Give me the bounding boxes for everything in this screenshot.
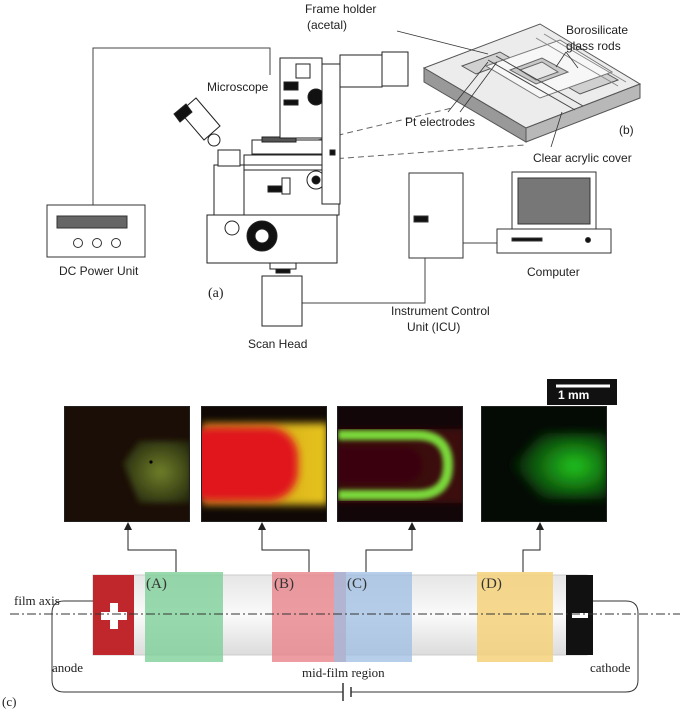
label-region-b: (B) <box>274 576 294 592</box>
label-frame-holder-1: Frame holder <box>305 2 377 16</box>
label-computer: Computer <box>527 265 580 279</box>
circuit-wire <box>51 600 639 701</box>
scale-bar-label: 1 mm <box>558 388 590 402</box>
label-glass-rods-1: Borosilicate <box>566 23 629 37</box>
wire-scanhead-to-icu <box>293 258 426 304</box>
label-mid-film: mid-film region <box>302 665 385 680</box>
computer <box>496 171 612 254</box>
label-dc-power-unit: DC Power Unit <box>59 264 139 278</box>
image-region-a <box>64 406 190 522</box>
label-part-c: (c) <box>2 694 17 709</box>
label-glass-rods-2: glass rods <box>566 39 621 53</box>
dashed-line-bottom <box>317 144 526 161</box>
instrument-control-unit <box>408 172 464 259</box>
label-icu-2: Unit (ICU) <box>407 320 461 334</box>
label-frame-holder-2: (acetal) <box>307 18 348 32</box>
scale-bar-box <box>547 379 617 405</box>
dc-power-unit <box>46 204 146 258</box>
region-c-band <box>334 572 412 662</box>
label-anode: anode <box>52 660 84 675</box>
pointer-lines <box>127 528 541 572</box>
minus-sign <box>572 613 588 618</box>
label-film-axis: film axis <box>14 593 60 608</box>
label-region-a: (A) <box>146 576 167 592</box>
holder-callout-lines <box>396 30 579 148</box>
image-region-b <box>201 406 327 522</box>
image-region-c <box>337 406 463 522</box>
label-microscope: Microscope <box>207 80 269 94</box>
label-icu-1: Instrument Control <box>391 304 490 318</box>
label-pt-electrodes: Pt electrodes <box>405 115 476 129</box>
label-acrylic-cover: Clear acrylic cover <box>533 151 632 165</box>
label-part-a: (a) <box>208 286 224 301</box>
region-a-band <box>145 572 223 662</box>
label-region-c: (C) <box>347 576 367 592</box>
pointer-arrowheads <box>124 522 544 530</box>
region-d-band <box>477 572 553 662</box>
label-scan-head: Scan Head <box>248 337 308 351</box>
plus-sign-horizontal <box>101 612 127 620</box>
sample-holder <box>422 23 642 143</box>
label-part-b: (b) <box>619 123 634 137</box>
label-region-d: (D) <box>481 576 502 592</box>
region-b-band <box>272 572 346 662</box>
image-region-d <box>481 406 607 522</box>
label-cathode: cathode <box>590 660 631 675</box>
wire-power-to-microscope <box>92 47 271 205</box>
microscope <box>173 51 409 327</box>
